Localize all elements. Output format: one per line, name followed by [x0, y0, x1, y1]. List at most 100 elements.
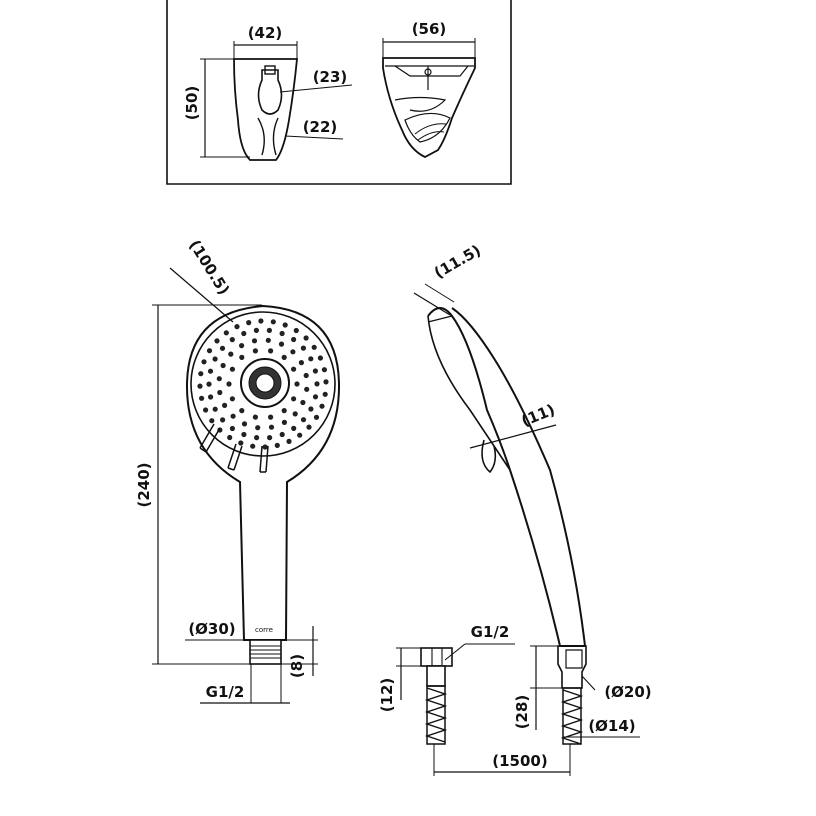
hose-left-spiral: [424, 687, 448, 743]
nozzle-dot: [223, 330, 229, 336]
hose-diameter-dimension: (Ø14): [563, 717, 640, 738]
nozzle-dot: [207, 368, 214, 374]
nozzle-dot: [209, 418, 215, 424]
hose-cone: [557, 645, 587, 689]
holder-width-label: (42): [248, 24, 283, 42]
nozzle-dot: [300, 417, 307, 423]
nozzle-dot: [229, 366, 235, 372]
nozzle-dot: [262, 444, 268, 450]
nozzle-dot: [239, 343, 245, 349]
thread-length-dimension: (8): [281, 626, 318, 678]
top-thickness-dimension: (11.5): [413, 241, 484, 316]
holder-side-width-label: (56): [412, 20, 447, 38]
nozzle-dot: [197, 383, 203, 389]
nozzle-dot: [281, 419, 287, 425]
hose-thread-dimension: G1/2: [444, 623, 515, 661]
head-diameter-label: (100.5): [185, 237, 233, 298]
nozzle-dot: [252, 348, 258, 354]
nozzle-dot: [206, 348, 213, 354]
nozzle-dot: [291, 366, 297, 372]
nozzle-dot: [274, 442, 280, 448]
nozzle-dot: [241, 330, 247, 337]
nozzle-dot: [206, 381, 212, 387]
nut-height-dimension: (12): [378, 647, 427, 712]
holder-inner-upper-label: (23): [313, 68, 348, 86]
nozzle-dot: [220, 362, 226, 369]
nozzle-dot: [317, 355, 323, 361]
holder-front-view: [233, 58, 298, 161]
holder-height-label: (50): [183, 86, 201, 121]
nozzle-dot: [314, 381, 320, 387]
head-diameter-dimension: (100.5): [169, 237, 234, 323]
nozzle-dot: [267, 435, 273, 441]
neck-diameter-label: (Ø30): [188, 620, 235, 638]
nozzle-dot: [253, 327, 259, 333]
nozzle-dot: [313, 414, 320, 420]
nozzle-dot: [298, 360, 304, 366]
holder-side-width-dimension: (56): [382, 20, 476, 58]
cone-diameter-label: (Ø20): [604, 683, 651, 701]
hose-length-label: (1500): [492, 752, 547, 770]
nozzle-dot: [291, 336, 297, 343]
nozzle-dot: [219, 345, 226, 351]
nozzle-dot: [229, 337, 235, 343]
nozzle-dot: [241, 421, 248, 427]
hose-right-spiral: [560, 689, 584, 745]
nozzle-dot: [297, 432, 303, 438]
nozzle-dot: [308, 406, 314, 412]
nozzle-dot: [293, 327, 299, 334]
nozzle-dot: [226, 381, 232, 387]
nozzle-dot: [268, 348, 274, 354]
nozzle-dot: [268, 424, 275, 430]
top-thickness-label: (11.5): [431, 241, 484, 282]
holder-panel-border: [166, 0, 512, 185]
nozzle-dot: [294, 381, 300, 387]
nozzle-dot: [312, 368, 318, 374]
nozzle-dot: [278, 341, 285, 347]
nozzle-dot: [214, 338, 220, 344]
nozzle-dot: [300, 345, 306, 351]
nozzle-dot: [308, 356, 314, 362]
nozzle-dot: [212, 406, 218, 412]
nozzle-dot: [291, 425, 297, 431]
hose-nut: [420, 647, 453, 687]
nozzle-dot: [201, 359, 207, 365]
nozzle-dot: [251, 338, 258, 344]
nozzle-dot: [227, 434, 233, 441]
total-length-dimension: (240): [135, 304, 262, 665]
hose-thread-label: G1/2: [471, 623, 510, 641]
nozzle-dot: [281, 408, 287, 414]
nozzle-dot: [286, 438, 292, 444]
holder-side-view: [382, 57, 476, 159]
nozzle-dot: [322, 391, 328, 397]
nozzle-dot: [300, 399, 306, 406]
spray-face: [190, 311, 336, 457]
nozzle-dot: [270, 319, 276, 325]
nozzle-dot: [266, 327, 272, 333]
nozzle-dot: [303, 372, 309, 379]
holder-height-dimension: (50): [183, 58, 250, 158]
nozzle-dot: [252, 414, 258, 420]
nozzle-dot: [238, 440, 244, 446]
nozzle-dot: [203, 407, 209, 413]
nozzle-dot: [239, 354, 245, 360]
hose-assembly: [420, 645, 587, 745]
nozzle-dot: [321, 367, 327, 373]
handshower-thread: [249, 639, 282, 703]
nozzle-dot: [311, 344, 317, 350]
nozzle-dot: [250, 443, 256, 449]
nozzle-dot: [217, 389, 223, 396]
nozzle-dot: [323, 379, 329, 385]
nozzle-dot: [312, 394, 319, 400]
nozzle-dot: [281, 354, 287, 360]
nozzle-dot: [222, 402, 228, 408]
nozzle-dot: [254, 435, 260, 441]
nozzle-dot: [216, 376, 222, 382]
nozzle-dot: [258, 318, 264, 324]
nozzle-dot: [228, 351, 234, 357]
nozzle-pattern: [197, 318, 329, 450]
handshower-side-view: [427, 307, 587, 647]
nozzle-dot: [199, 395, 205, 401]
nozzle-dot: [303, 335, 309, 341]
